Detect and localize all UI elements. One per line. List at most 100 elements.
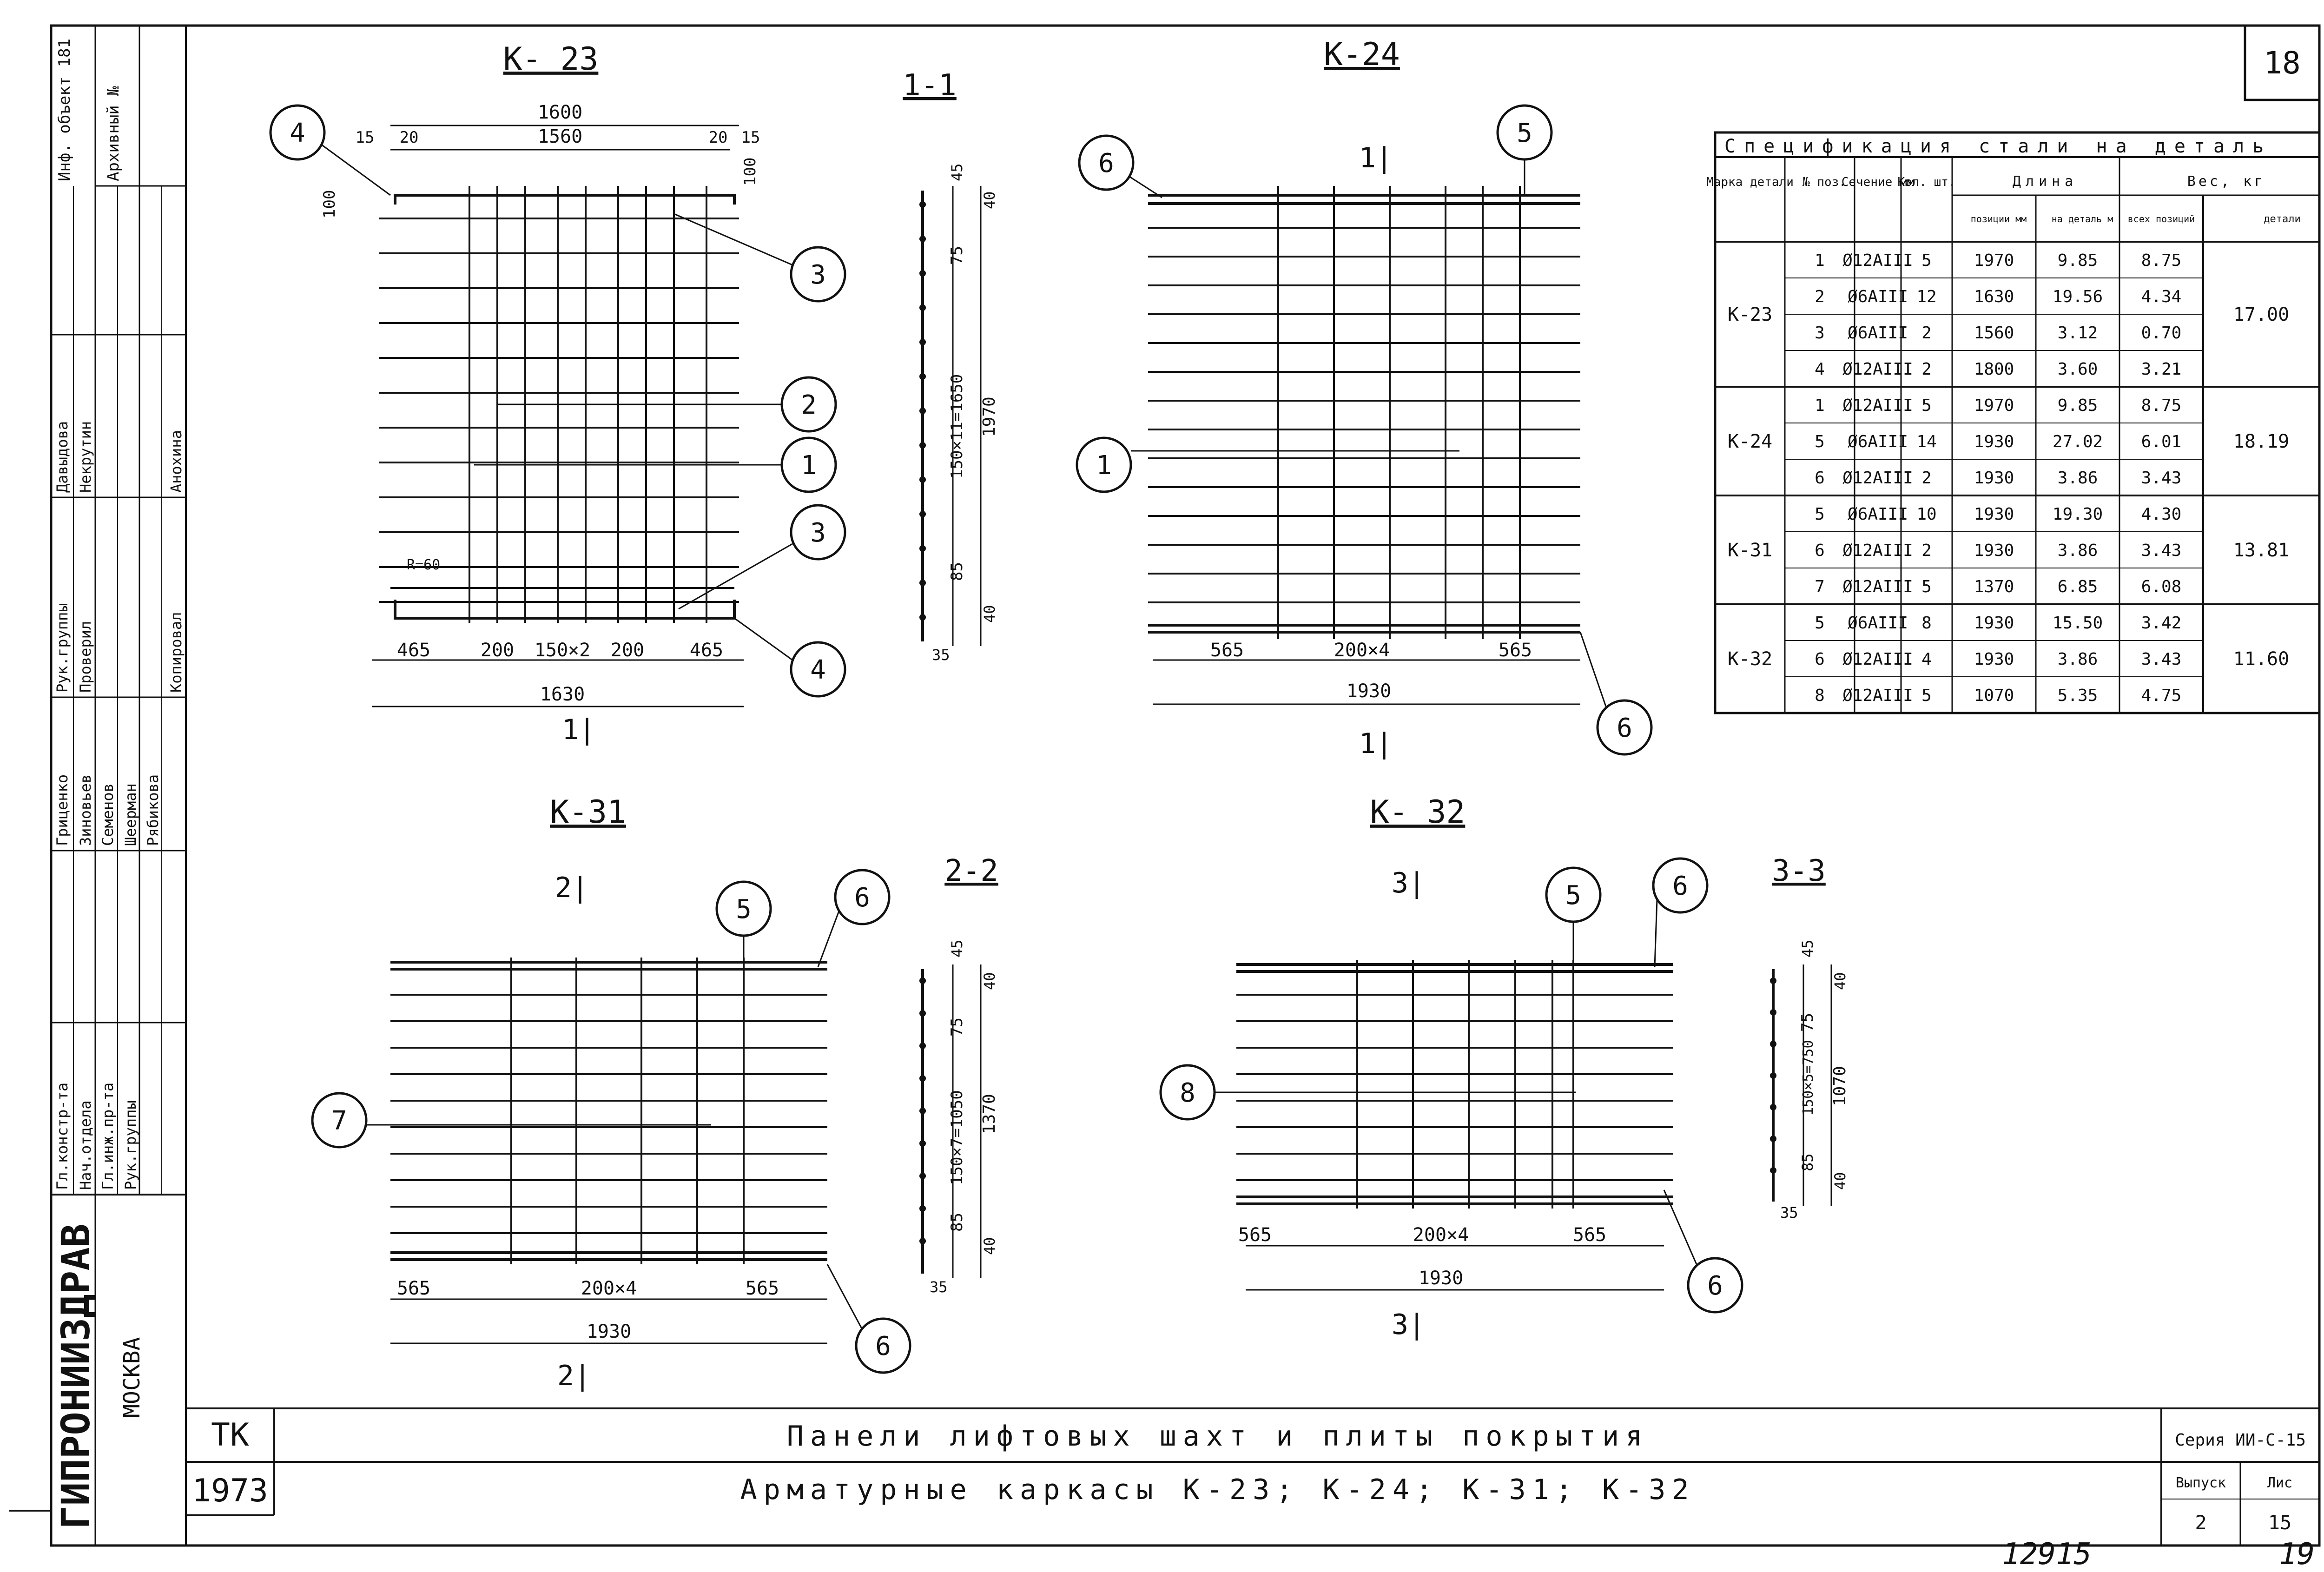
spec-cell: 3.86 bbox=[2058, 469, 2098, 488]
spec-cell: 7 bbox=[1815, 577, 1825, 596]
spec-h-wt: Вес, кг bbox=[2187, 173, 2265, 190]
k23-cut-label: 1| bbox=[562, 713, 595, 746]
bar-section-dot bbox=[919, 580, 926, 586]
bar-section-dot bbox=[919, 511, 926, 517]
k23-bot-dim-2: 150×2 bbox=[535, 640, 590, 661]
k32-dim-0: 565 bbox=[1238, 1224, 1272, 1246]
spec-h-wtdet: детали bbox=[2264, 213, 2300, 225]
s11-dim-0: 45 bbox=[948, 163, 966, 181]
spec-cell: Ø6АIII bbox=[1848, 614, 1908, 633]
k31-overall: 1930 bbox=[587, 1321, 631, 1342]
stamp-role-6: Копировал bbox=[167, 612, 185, 693]
k23-callout-3-bottom: 3 bbox=[678, 504, 846, 610]
spec-cell: 3.43 bbox=[2141, 469, 2182, 488]
spec-cell: 6.01 bbox=[2141, 432, 2182, 451]
spec-cell: 5 bbox=[1815, 505, 1825, 524]
stamp-role-5: Проверил bbox=[77, 621, 94, 693]
svg-text:5: 5 bbox=[1517, 118, 1532, 148]
spec-cell: 6.08 bbox=[2141, 577, 2182, 596]
spec-cell: Ø12АIII bbox=[1842, 650, 1913, 669]
stamp-name-0: Давыдова bbox=[53, 421, 71, 493]
spec-h-len: Длина bbox=[2013, 173, 2078, 190]
spec-title: Спецификация стали на деталь bbox=[1724, 136, 2272, 157]
page-number: 19 bbox=[2279, 1537, 2315, 1570]
spec-cell: 1560 bbox=[1974, 324, 2014, 343]
left-stamp-block: Инф. объект 181 Архивный № Гл.констр-та … bbox=[50, 25, 187, 1546]
spec-cell: 19.56 bbox=[2053, 287, 2103, 306]
bar-section-dot bbox=[1770, 1104, 1776, 1110]
k23-bend-note: R=60 bbox=[407, 557, 440, 573]
svg-text:6: 6 bbox=[1617, 713, 1632, 743]
stamp-name-4: Семенов bbox=[99, 783, 117, 846]
spec-cell: 8.75 bbox=[2141, 396, 2182, 415]
spec-cell: 5 bbox=[1815, 432, 1825, 451]
spec-cell: 2 bbox=[1921, 324, 1932, 343]
bar-section-dot bbox=[919, 614, 926, 621]
series-text: Серия ИИ-С-15 bbox=[2175, 1431, 2306, 1450]
stamp-name-5: Шеерман bbox=[122, 783, 139, 846]
spec-cell: Ø6АIII bbox=[1848, 505, 1908, 524]
spec-cell: Ø6АIII bbox=[1848, 324, 1908, 343]
svg-text:1: 1 bbox=[1096, 450, 1112, 481]
sheet-label: Лис bbox=[2267, 1475, 2292, 1491]
spec-detail-weight: 17.00 bbox=[2233, 304, 2289, 325]
spec-cell: 6.85 bbox=[2058, 577, 2098, 596]
s33-dim-4: 1070 bbox=[1830, 1066, 1849, 1106]
spec-mark: К-32 bbox=[1728, 648, 1772, 670]
bar-section-dot bbox=[1770, 978, 1776, 984]
spec-table: Спецификация стали на деталь Марка детал… bbox=[1706, 131, 2321, 714]
k32-dim-2: 565 bbox=[1573, 1224, 1606, 1246]
stamp-role-0: Гл.констр-та bbox=[53, 1083, 71, 1190]
k32-callout-5: 5 bbox=[1545, 866, 1602, 967]
drawing-code: ТК bbox=[211, 1417, 249, 1453]
k31-dim-0: 565 bbox=[397, 1278, 430, 1299]
spec-cell: 3.43 bbox=[2141, 541, 2182, 560]
bar-section-dot bbox=[919, 1140, 926, 1147]
k23-dim-4: 20 bbox=[709, 128, 728, 147]
spec-cell: 8 bbox=[1815, 686, 1825, 705]
spec-cell: 5 bbox=[1921, 686, 1932, 705]
spec-cell: 4 bbox=[1815, 360, 1825, 379]
k23-overall: 1630 bbox=[540, 684, 585, 705]
svg-text:1: 1 bbox=[801, 450, 817, 481]
svg-text:2: 2 bbox=[801, 390, 817, 420]
bar-section-dot bbox=[919, 304, 926, 311]
spec-cell: 2 bbox=[1815, 287, 1825, 306]
bar-section-dot bbox=[919, 1238, 926, 1244]
s22-dim-2: 75 bbox=[948, 1017, 966, 1037]
bar-section-dot bbox=[919, 339, 926, 345]
spec-cell: 3.12 bbox=[2058, 324, 2098, 343]
spec-cell: 10 bbox=[1916, 505, 1936, 524]
spec-cell: Ø12АIII bbox=[1842, 396, 1913, 415]
drawing-year: 1973 bbox=[192, 1473, 268, 1509]
spec-h-qty: Кол. шт. bbox=[1897, 175, 1955, 189]
spec-cell: 3.42 bbox=[2141, 614, 2182, 633]
spec-detail-weight: 11.60 bbox=[2233, 648, 2289, 670]
bar-section-dot bbox=[919, 373, 926, 380]
spec-cell: 3.60 bbox=[2058, 360, 2098, 379]
spec-cell: 6 bbox=[1815, 541, 1825, 560]
spec-cell: 9.85 bbox=[2058, 396, 2098, 415]
sheet-number-box bbox=[2244, 24, 2321, 101]
k31-title: К-31 bbox=[550, 794, 626, 831]
svg-text:3: 3 bbox=[810, 518, 826, 548]
spec-cell: Ø6АIII bbox=[1848, 287, 1908, 306]
spec-cell: 3.86 bbox=[2058, 650, 2098, 669]
k32-callout-6-bottom: 6 bbox=[1663, 1189, 1743, 1314]
spec-cell: 1930 bbox=[1974, 505, 2014, 524]
k32-title: К- 32 bbox=[1370, 794, 1466, 831]
bar-section-dot bbox=[919, 1173, 926, 1179]
k23-callout-3-top: 3 bbox=[673, 213, 846, 303]
sheet-value: 15 bbox=[2268, 1511, 2292, 1534]
spec-cell: 2 bbox=[1921, 469, 1932, 488]
spec-cell: 5 bbox=[1921, 251, 1932, 270]
k32-callout-8: 8 bbox=[1159, 1064, 1576, 1121]
section-3-3: 3-3 45 40 75 150×5=750 1070 85 40 35 bbox=[1772, 854, 1849, 1222]
spec-cell: 1 bbox=[1815, 396, 1825, 415]
k24-title: К-24 bbox=[1324, 36, 1400, 73]
k23-callout-4-bottom: 4 bbox=[734, 617, 846, 698]
spec-cell: 8 bbox=[1921, 614, 1932, 633]
spec-h-pos: № поз. bbox=[1802, 175, 1846, 189]
k31-cut-top: 2| bbox=[555, 872, 588, 904]
s11-dim-4: 1970 bbox=[980, 396, 999, 437]
